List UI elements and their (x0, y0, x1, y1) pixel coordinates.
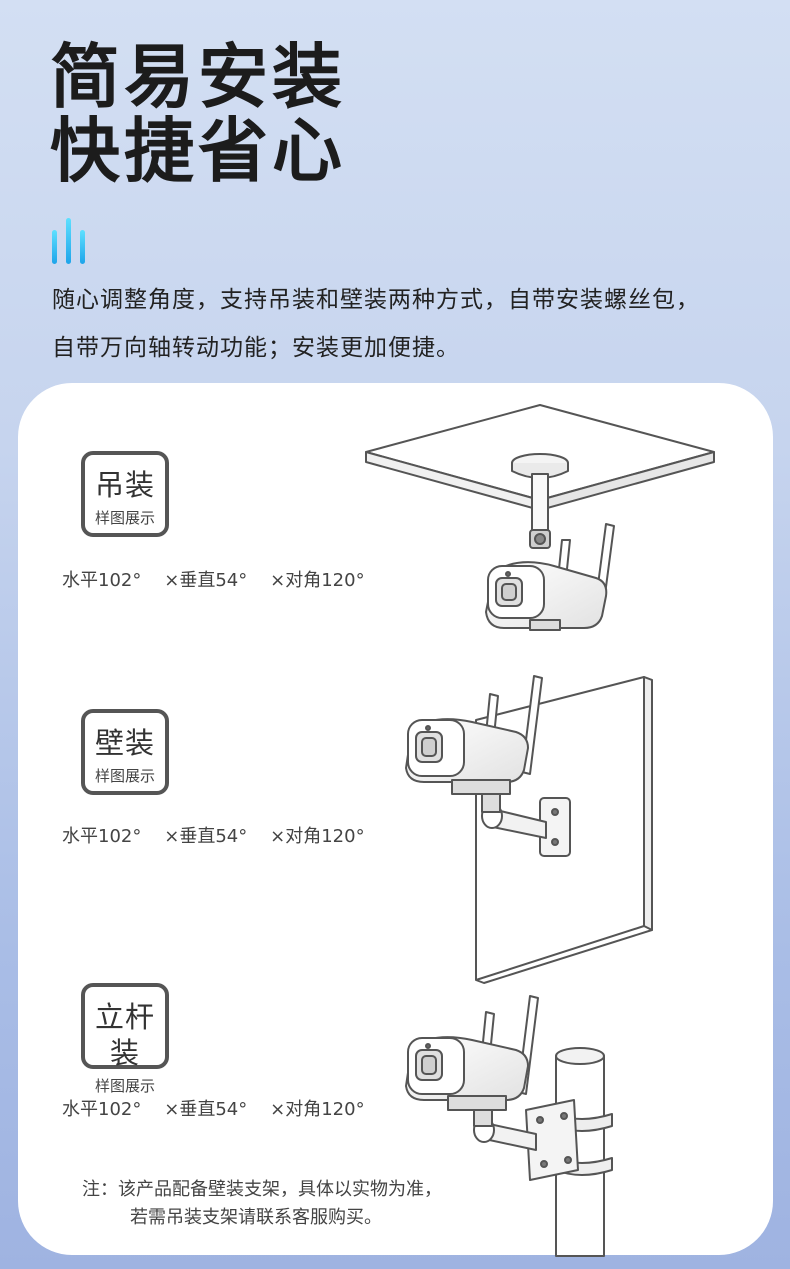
spec-diagonal: ×对角120° (270, 1099, 365, 1120)
spec-horizontal: 水平102° (62, 1099, 142, 1120)
mount-subtitle: 样图展示 (94, 509, 155, 527)
mount-title: 立杆装 (94, 1000, 155, 1070)
headline-line-2: 快捷省心 (50, 110, 346, 192)
mount-title: 吊装 (94, 468, 155, 502)
description-line-2: 自带万向轴转动功能；安装更加便捷。 (52, 335, 460, 361)
pole-mount-label: 立杆装 样图展示 (81, 983, 169, 1095)
spec-vertical: ×垂直54° (164, 570, 248, 591)
spec-horizontal: 水平102° (62, 570, 142, 591)
description: 随心调整角度，支持吊装和壁装两种方式，自带安装螺丝包， 自带万向轴转动功能；安装… (52, 276, 762, 372)
headline: 简易安装 快捷省心 (50, 40, 346, 188)
mount-subtitle: 样图展示 (94, 767, 155, 785)
ceiling-mount-label: 吊装 样图展示 (81, 451, 169, 537)
footnote-line-2: 若需吊装支架请联系客服购买。 (130, 1207, 382, 1228)
wall-mount-illustration (405, 675, 653, 984)
ceiling-mount-illustration (365, 404, 715, 631)
mount-title: 壁装 (94, 726, 155, 760)
footnote-line-1: 注：该产品配备壁装支架，具体以实物为准， (82, 1179, 442, 1200)
spec-diagonal: ×对角120° (270, 570, 365, 591)
spec-horizontal: 水平102° (62, 826, 142, 847)
pole-mount-illustration (405, 995, 613, 1257)
mount-subtitle: 样图展示 (94, 1077, 155, 1095)
wall-mount-specs: 水平102° ×垂直54° ×对角120° (62, 822, 365, 848)
spec-vertical: ×垂直54° (164, 1099, 248, 1120)
spec-diagonal: ×对角120° (270, 826, 365, 847)
accent-bars-icon (52, 216, 92, 264)
footnote: 注：该产品配备壁装支架，具体以实物为准， 若需吊装支架请联系客服购买。 (82, 1176, 442, 1232)
description-line-1: 随心调整角度，支持吊装和壁装两种方式，自带安装螺丝包， (52, 287, 700, 313)
wall-mount-label: 壁装 样图展示 (81, 709, 169, 795)
ceiling-mount-specs: 水平102° ×垂直54° ×对角120° (62, 566, 365, 592)
headline-line-1: 简易安装 (50, 36, 346, 118)
spec-vertical: ×垂直54° (164, 826, 248, 847)
pole-mount-specs: 水平102° ×垂直54° ×对角120° (62, 1095, 365, 1121)
